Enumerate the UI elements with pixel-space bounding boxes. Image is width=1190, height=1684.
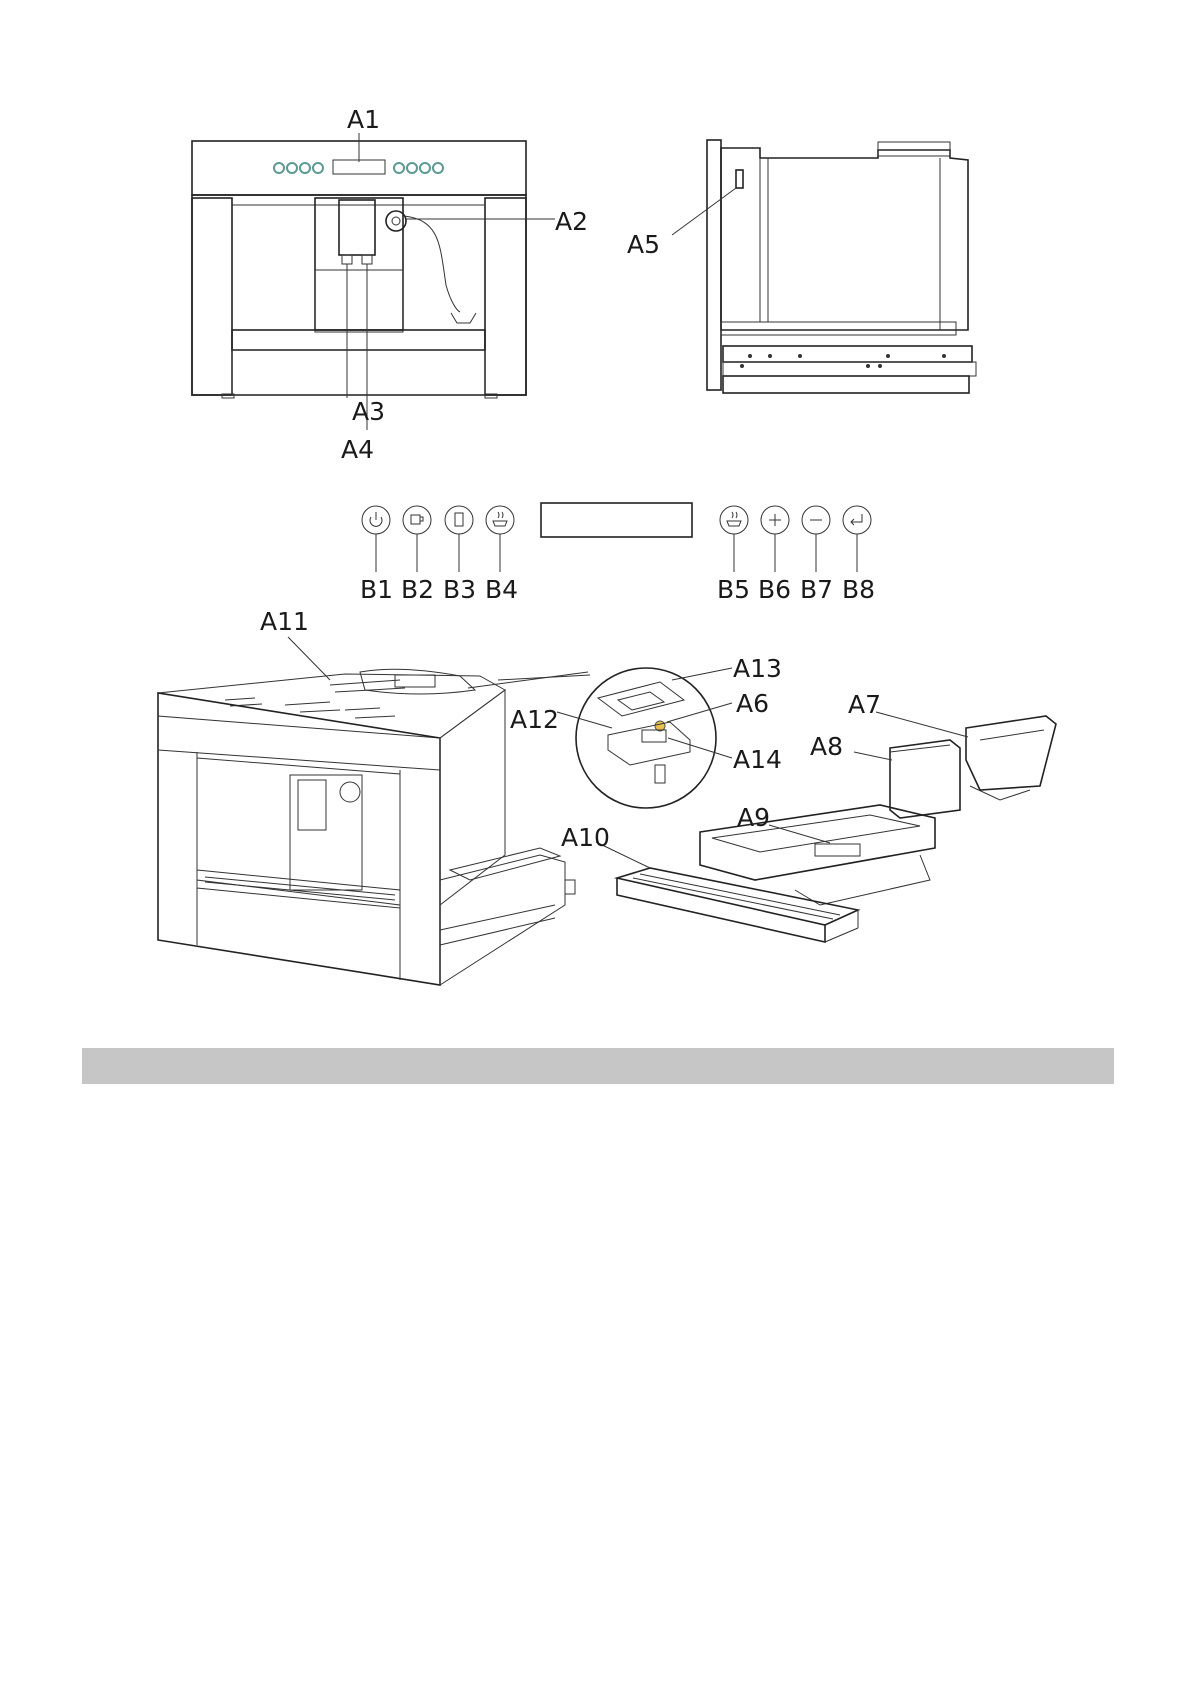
power-icon (361, 505, 391, 535)
label-b5: B5 (717, 575, 750, 604)
label-a12: A12 (510, 705, 559, 734)
label-b6: B6 (758, 575, 791, 604)
cup-steam-icon (485, 505, 515, 535)
exploded-parts (595, 711, 1057, 944)
enter-icon (842, 505, 872, 535)
callout-detail (556, 667, 733, 809)
label-b7: B7 (800, 575, 833, 604)
label-a6: A6 (736, 689, 769, 718)
plus-icon (760, 505, 790, 535)
label-a9: A9 (737, 803, 770, 832)
label-b2: B2 (401, 575, 434, 604)
label-a10: A10 (561, 823, 610, 852)
label-a7: A7 (848, 690, 881, 719)
glass-icon (444, 505, 474, 535)
label-a2: A2 (555, 207, 588, 236)
label-a8: A8 (810, 732, 843, 761)
label-a14: A14 (733, 745, 782, 774)
label-b1: B1 (360, 575, 393, 604)
label-b4: B4 (485, 575, 518, 604)
display-window (540, 502, 693, 538)
label-a3: A3 (352, 397, 385, 426)
label-b3: B3 (443, 575, 476, 604)
label-a11: A11 (260, 607, 309, 636)
label-a5: A5 (627, 230, 660, 259)
minus-icon (801, 505, 831, 535)
label-a1: A1 (347, 105, 380, 134)
side-view (671, 139, 977, 394)
label-b8: B8 (842, 575, 875, 604)
cup-steam-icon (719, 505, 749, 535)
cup-icon (402, 505, 432, 535)
button-panel-detail (361, 502, 872, 572)
label-a13: A13 (733, 654, 782, 683)
panel-buttons (273, 159, 444, 175)
label-a4: A4 (341, 435, 374, 464)
isometric-assembly (157, 668, 591, 986)
front-view (191, 133, 555, 430)
section-separator-bar (82, 1048, 1114, 1084)
